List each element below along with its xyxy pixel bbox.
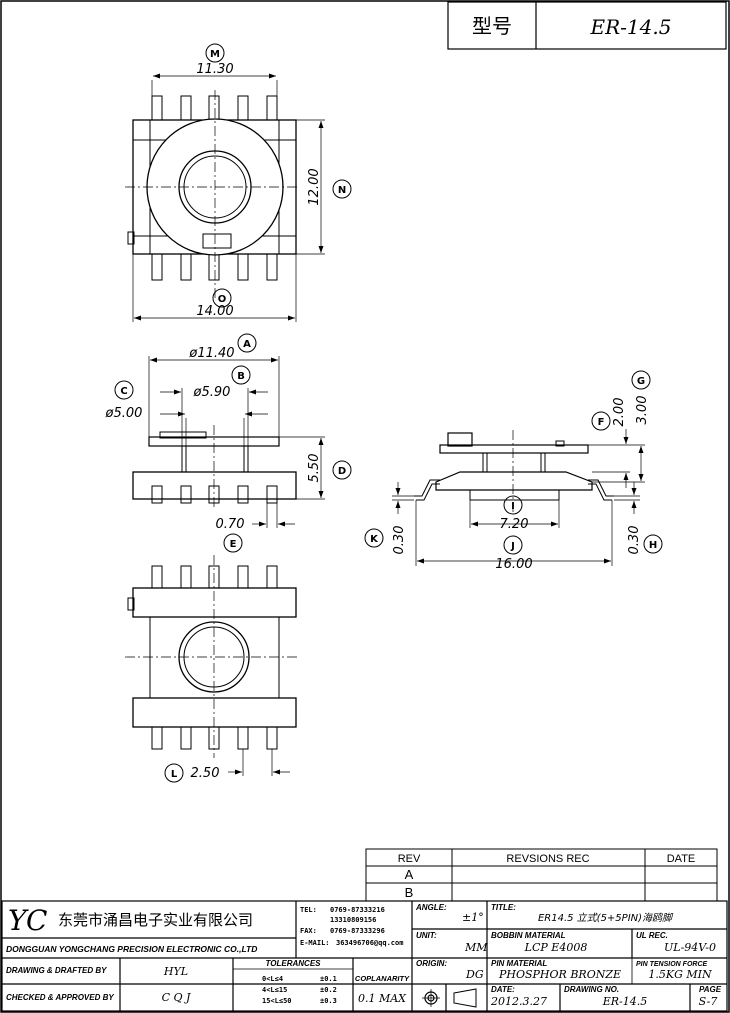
revisions-table bbox=[365, 848, 718, 902]
title-value: ER14.5 立式(5+5PIN)海鸥脚 bbox=[538, 912, 674, 924]
tolerances-label: TOLERANCES bbox=[266, 959, 322, 968]
checked-label: CHECKED & APPROVED BY bbox=[6, 993, 114, 1002]
tol-range-2: 4<L≤15 bbox=[262, 986, 287, 994]
tol-value-1: ±0.1 bbox=[320, 975, 337, 983]
drawn-label: DRAWING & DRAFTED BY bbox=[6, 966, 107, 975]
dim-total: 16.00 bbox=[495, 557, 532, 572]
page-value: S-7 bbox=[699, 995, 718, 1008]
company-name-cn: 东莞市涌昌电子实业有限公司 bbox=[58, 911, 253, 929]
rev-row-a: A bbox=[405, 867, 414, 882]
page-label: PAGE bbox=[699, 985, 722, 994]
unit-value: MM bbox=[464, 941, 488, 954]
tag-d: D bbox=[338, 466, 346, 477]
bobbin-label: BOBBIN MATERIAL bbox=[491, 931, 566, 940]
tag-o: O bbox=[218, 294, 227, 305]
tol-range-3: 15<L≤50 bbox=[262, 997, 292, 1005]
drawing-no-value: ER-14.5 bbox=[602, 995, 648, 1008]
bobbin-value: LCP E4008 bbox=[524, 941, 588, 954]
tag-f: F bbox=[598, 417, 605, 428]
email-label: E-MAIL: bbox=[300, 939, 330, 947]
model-label: 型号 bbox=[472, 14, 512, 38]
tag-b: B bbox=[237, 371, 245, 382]
unit-label: UNIT: bbox=[416, 931, 437, 940]
tag-c: C bbox=[120, 386, 127, 397]
tag-e: E bbox=[230, 539, 237, 550]
title-label: TITLE: bbox=[491, 903, 516, 912]
dim-width-top: 11.30 bbox=[196, 62, 233, 77]
dim-k: 0.30 bbox=[392, 526, 407, 555]
ul-value: UL-94V-0 bbox=[664, 941, 716, 954]
checked-value: C Q J bbox=[162, 991, 191, 1004]
tel-label: TEL: bbox=[300, 906, 317, 914]
dim-width-bottom: 14.00 bbox=[196, 304, 233, 319]
tag-i: I bbox=[511, 501, 515, 512]
dim-side-height: 5.50 bbox=[307, 454, 322, 483]
side-view bbox=[114, 333, 352, 528]
dim-flange: ø11.40 bbox=[188, 346, 234, 361]
dim-pitch: 2.50 bbox=[191, 766, 220, 781]
fax-value: 0769-87333296 bbox=[330, 927, 385, 935]
top-view bbox=[125, 43, 352, 322]
rev-row-b: B bbox=[405, 885, 414, 900]
company-name-en: DONGGUAN YONGCHANG PRECISION ELECTRONIC … bbox=[6, 944, 257, 954]
bottom-view bbox=[125, 533, 300, 783]
angle-label: ANGLE: bbox=[415, 903, 447, 912]
dim-2: 2.00 bbox=[612, 398, 627, 427]
tag-l: L bbox=[171, 769, 178, 780]
dim-base: 7.20 bbox=[500, 517, 529, 532]
tag-h: H bbox=[649, 540, 657, 551]
coplanarity-value: 0.1 MAX bbox=[358, 992, 407, 1005]
dim-3: 3.00 bbox=[635, 396, 650, 425]
tag-g: G bbox=[637, 376, 645, 387]
coplanarity-label: COPLANARITY bbox=[355, 974, 410, 983]
tol-range-1: 0<L≤4 bbox=[262, 975, 283, 983]
dim-core-outer: ø5.90 bbox=[193, 385, 231, 400]
dim-pin: 0.70 bbox=[216, 517, 245, 532]
pin-tension-label: PIN TENSION FORCE bbox=[636, 961, 708, 968]
origin-value: DG bbox=[465, 968, 484, 981]
tel-value: 0769-87333216 bbox=[330, 906, 385, 914]
right-view bbox=[364, 370, 663, 566]
mobile-value: 13310809156 bbox=[330, 916, 376, 924]
dim-height: 12.00 bbox=[307, 168, 322, 205]
pin-material-label: PIN MATERIAL bbox=[491, 959, 547, 968]
date-col-header: DATE bbox=[667, 853, 696, 865]
drawn-value: HYL bbox=[163, 965, 188, 978]
tag-j: J bbox=[510, 541, 515, 552]
pin-tension-value: 1.5KG MIN bbox=[648, 968, 712, 981]
rev-col-header: REV bbox=[398, 853, 421, 865]
email-value: 363496706@qq.com bbox=[336, 939, 403, 947]
tag-n: N bbox=[338, 185, 346, 196]
pin-material-value: PHOSPHOR BRONZE bbox=[498, 968, 621, 981]
dim-core-inner: ø5.00 bbox=[105, 406, 143, 421]
angle-value: ±1° bbox=[462, 911, 484, 924]
model-header: 型号 ER-14.5 bbox=[447, 1, 727, 50]
dim-h: 0.30 bbox=[627, 526, 642, 555]
fax-label: FAX: bbox=[300, 927, 317, 935]
drawing-no-label: DRAWING NO. bbox=[564, 985, 619, 994]
tag-a: A bbox=[243, 339, 251, 350]
title-block bbox=[1, 900, 728, 1012]
rec-col-header: REVSIONS REC bbox=[506, 853, 589, 865]
date-label: DATE: bbox=[491, 985, 515, 994]
date-value: 2012.3.27 bbox=[490, 995, 547, 1008]
tol-value-3: ±0.3 bbox=[320, 997, 337, 1005]
tag-m: M bbox=[210, 49, 220, 60]
tol-value-2: ±0.2 bbox=[320, 986, 337, 994]
tag-k: K bbox=[370, 534, 379, 545]
ul-label: UL REC. bbox=[636, 931, 668, 940]
origin-label: ORIGIN: bbox=[416, 959, 447, 968]
company-logo: YC bbox=[8, 904, 47, 937]
model-value: ER-14.5 bbox=[590, 15, 672, 39]
